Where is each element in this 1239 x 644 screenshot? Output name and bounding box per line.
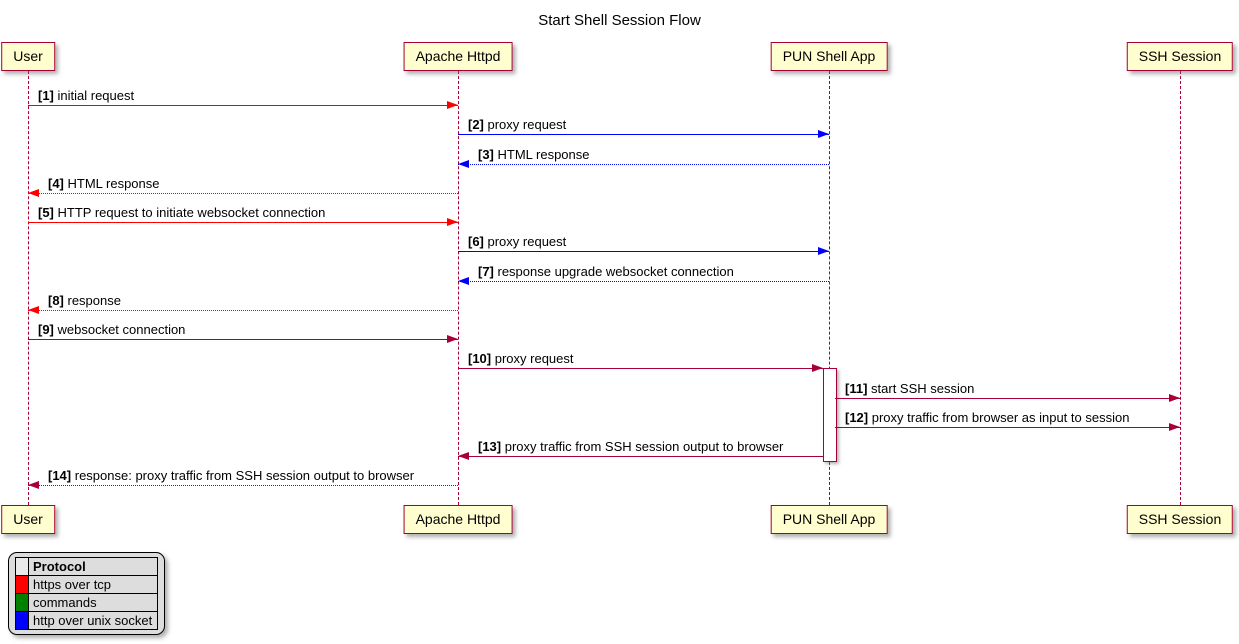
diagram-title: Start Shell Session Flow (538, 12, 701, 29)
message-line-12 (835, 427, 1180, 428)
legend-title: Protocol (27, 557, 159, 576)
message-arrowhead-11 (1169, 394, 1180, 402)
message-label-11: [11] start SSH session (845, 381, 975, 396)
message-line-5 (28, 222, 458, 223)
message-label-4: [4] HTML response (48, 176, 160, 191)
participant-box-ssh-bottom: SSH Session (1126, 505, 1234, 534)
participant-box-pun-top: PUN Shell App (770, 42, 888, 71)
message-label-6: [6] proxy request (468, 234, 567, 249)
message-label-3: [3] HTML response (478, 147, 590, 162)
legend-header-swatch (15, 557, 29, 576)
participant-box-apache-bottom: Apache Httpd (403, 505, 513, 534)
legend-row-1: https over tcp (15, 575, 159, 594)
message-label-1: [1] initial request (38, 88, 135, 103)
legend-label-2: commands (27, 593, 159, 612)
message-arrowhead-3 (458, 160, 469, 168)
message-line-8 (28, 310, 458, 311)
lifeline-user (28, 71, 29, 505)
participant-box-ssh-top: SSH Session (1126, 42, 1234, 71)
message-line-13 (458, 456, 823, 457)
message-line-3 (458, 164, 829, 165)
message-arrowhead-2 (818, 130, 829, 138)
message-line-11 (835, 398, 1180, 399)
message-line-7 (458, 281, 829, 282)
message-line-4 (28, 193, 458, 194)
legend-label-1: https over tcp (27, 575, 159, 594)
legend-swatch-2 (15, 593, 29, 612)
message-label-5: [5] HTTP request to initiate websocket c… (38, 205, 326, 220)
message-arrowhead-9 (447, 335, 458, 343)
message-arrowhead-1 (447, 101, 458, 109)
message-label-10: [10] proxy request (468, 351, 574, 366)
legend-row-3: http over unix socket (15, 611, 159, 630)
message-arrowhead-5 (447, 218, 458, 226)
legend-swatch-1 (15, 575, 29, 594)
message-arrowhead-14 (28, 481, 39, 489)
message-label-14: [14] response: proxy traffic from SSH se… (48, 468, 415, 483)
message-line-14 (28, 485, 458, 486)
message-arrowhead-12 (1169, 423, 1180, 431)
message-line-6 (458, 251, 829, 252)
message-line-9 (28, 339, 458, 340)
lifeline-ssh (1180, 71, 1181, 505)
message-line-2 (458, 134, 829, 135)
message-label-13: [13] proxy traffic from SSH session outp… (478, 439, 784, 454)
lifeline-pun (829, 71, 830, 505)
message-label-7: [7] response upgrade websocket connectio… (478, 264, 734, 279)
message-label-8: [8] response (48, 293, 121, 308)
message-arrowhead-6 (818, 247, 829, 255)
message-label-12: [12] proxy traffic from browser as input… (845, 410, 1130, 425)
participant-box-user-top: User (1, 42, 55, 71)
legend-row-2: commands (15, 593, 159, 612)
message-label-2: [2] proxy request (468, 117, 567, 132)
participant-box-user-bottom: User (1, 505, 55, 534)
participant-box-apache-top: Apache Httpd (403, 42, 513, 71)
message-arrowhead-10 (812, 364, 823, 372)
message-arrowhead-4 (28, 189, 39, 197)
legend-label-3: http over unix socket (27, 611, 159, 630)
message-label-9: [9] websocket connection (38, 322, 186, 337)
message-arrowhead-7 (458, 277, 469, 285)
activation-bar-pun (823, 368, 837, 462)
lifeline-apache (458, 71, 459, 505)
message-arrowhead-13 (458, 452, 469, 460)
participant-box-pun-bottom: PUN Shell App (770, 505, 888, 534)
legend-header-row: Protocol (15, 557, 159, 576)
legend-swatch-3 (15, 611, 29, 630)
message-line-10 (458, 368, 823, 369)
message-line-1 (28, 105, 458, 106)
message-arrowhead-8 (28, 306, 39, 314)
